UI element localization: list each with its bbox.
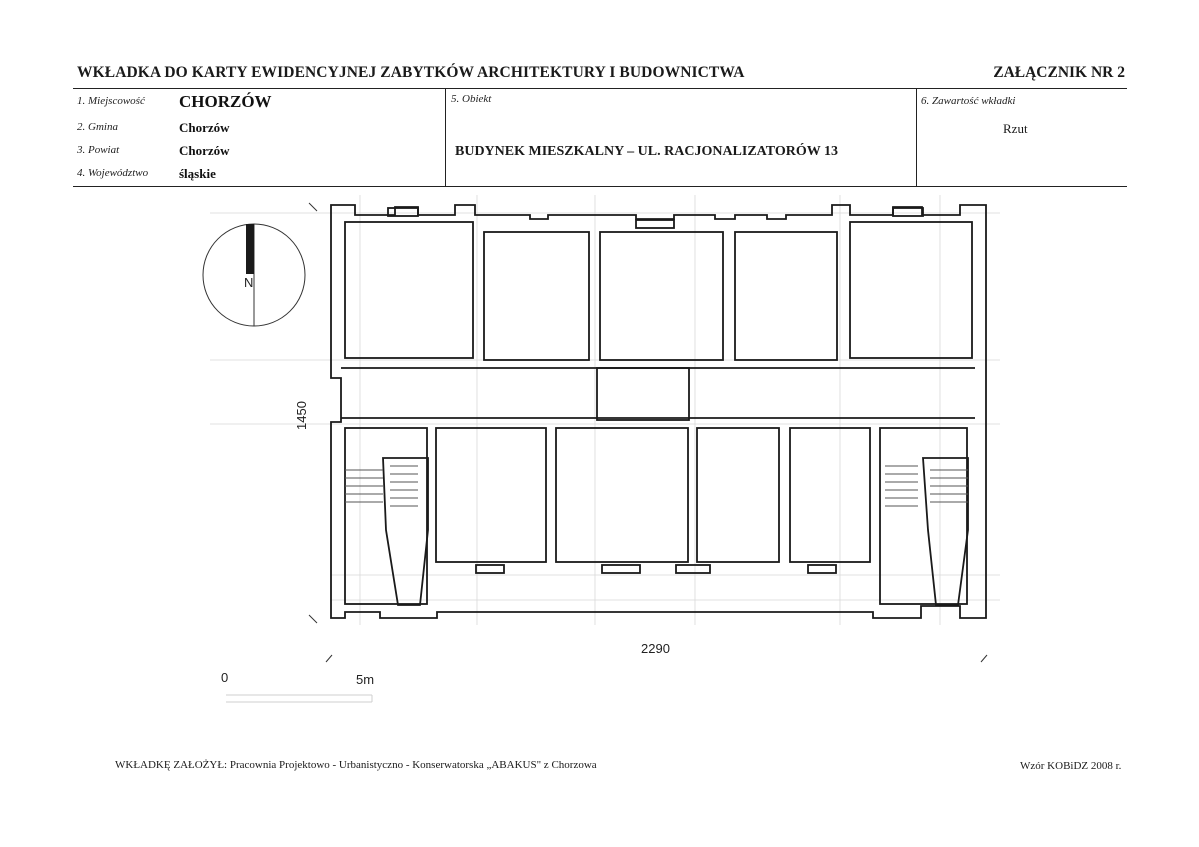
gmina-value: Chorzów <box>179 120 230 135</box>
object-label: 5. Obiekt <box>451 93 492 105</box>
north-label: N <box>244 275 253 290</box>
scale-end-label: 5m <box>356 672 374 687</box>
contents-value: Rzut <box>1003 121 1028 136</box>
scale-bar <box>226 694 373 703</box>
width-dimension: 2290 <box>641 641 670 656</box>
table-top-rule <box>73 88 1127 89</box>
powiat-label: 3. Powiat <box>77 144 120 156</box>
powiat-value: Chorzów <box>179 143 230 158</box>
stair-treads <box>345 465 968 507</box>
annex-number: ZAŁĄCZNIK NR 2 <box>993 64 1125 81</box>
dimension-marks <box>308 202 988 663</box>
construction-lines <box>210 195 1000 625</box>
north-arrow-icon <box>202 223 306 327</box>
table-divider-2 <box>916 88 917 186</box>
sheet-title: WKŁADKA DO KARTY EWIDENCYJNEJ ZABYTKÓW A… <box>77 64 745 81</box>
object-name: BUDYNEK MIESZKALNY – UL. RACJONALIZATORÓ… <box>455 144 838 159</box>
miejscowosc-label: 1. Miejscowość <box>77 95 145 107</box>
footer-created-by: WKŁADKĘ ZAŁOŻYŁ: Pracownia Projektowo - … <box>115 759 597 771</box>
wojewodztwo-value: śląskie <box>179 166 216 181</box>
footer-template: Wzór KOBiDZ 2008 r. <box>1020 760 1122 772</box>
miejscowosc-value: CHORZÓW <box>179 92 272 111</box>
height-dimension: 1450 <box>294 401 309 430</box>
contents-label: 6. Zawartość wkładki <box>921 95 1016 107</box>
table-bottom-rule <box>73 186 1127 187</box>
wojewodztwo-label: 4. Województwo <box>77 167 149 179</box>
table-divider-1 <box>445 88 446 186</box>
scale-zero-label: 0 <box>221 670 228 685</box>
building-walls <box>330 204 987 619</box>
gmina-label: 2. Gmina <box>77 121 118 133</box>
